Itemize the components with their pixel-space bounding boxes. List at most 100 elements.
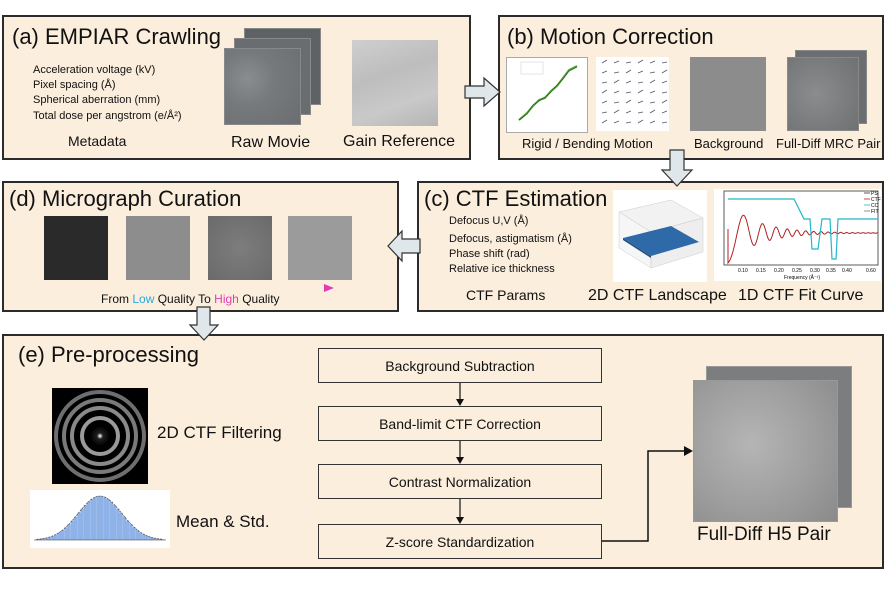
mean-std-caption: Mean & Std. <box>176 512 270 531</box>
motion-vector <box>637 89 644 94</box>
histogram-bar <box>135 530 139 540</box>
gain-reference-image <box>352 40 438 126</box>
motion-vector <box>601 59 608 64</box>
histogram-bar <box>87 501 91 540</box>
histogram-bar <box>152 537 156 540</box>
histogram-bar <box>57 532 61 540</box>
motion-vector <box>625 61 632 64</box>
histogram-bar <box>155 538 159 540</box>
histogram-bar <box>148 537 152 540</box>
motion-vector <box>625 91 632 94</box>
motion-vector <box>613 71 620 74</box>
histogram-bar <box>51 535 55 540</box>
rigid-motion-plot <box>506 57 588 133</box>
motion-vector <box>637 81 644 84</box>
histogram-bar <box>119 512 123 540</box>
histogram-bar <box>145 535 149 540</box>
histogram-bar <box>64 527 68 540</box>
fit-xtick: 0.15 <box>756 268 766 274</box>
motion-vector <box>637 119 644 124</box>
quality-high-label: High <box>214 292 239 306</box>
ctf-param: Defocus, astigmatism (Å) <box>449 233 572 245</box>
ctf-fit-caption: 1D CTF Fit Curve <box>738 287 864 304</box>
motion-vector <box>661 99 668 104</box>
ctf-filtering-caption: 2D CTF Filtering <box>157 423 282 442</box>
ctf-landscape-caption: 2D CTF Landscape <box>588 287 727 304</box>
motion-vector <box>649 90 656 94</box>
histogram-bar <box>103 497 107 540</box>
fit-xtick: 0.20 <box>774 268 784 274</box>
histogram-bar <box>100 496 104 540</box>
histogram-bar <box>142 534 146 540</box>
step-background-subtraction: Background Subtraction <box>318 348 602 383</box>
motion-vector <box>613 101 620 104</box>
motion-vector <box>649 60 656 64</box>
histogram-bar <box>93 497 97 540</box>
motion-vector <box>649 120 656 124</box>
motion-vector <box>649 101 656 104</box>
mean-std-histogram <box>30 490 170 548</box>
motion-vector <box>601 81 608 84</box>
fit-xtick: 0.10 <box>738 268 748 274</box>
motion-vector <box>625 99 632 104</box>
panel-d-title: (d) Micrograph Curation <box>9 186 242 211</box>
histogram-bar <box>48 537 52 540</box>
ctf-param: Relative ice thickness <box>449 263 555 275</box>
motion-vector <box>637 70 644 74</box>
ctf-filter-image <box>52 388 148 484</box>
histogram-bar <box>35 539 39 540</box>
histogram-bar <box>113 504 117 540</box>
fit-legend-ctf: CTF <box>871 197 881 203</box>
motion-vector <box>649 109 656 114</box>
histogram-bar <box>74 516 78 540</box>
fit-xtick: 0.30 <box>810 268 820 274</box>
motion-vector <box>601 89 608 94</box>
histogram-bar <box>139 532 143 540</box>
metadata-item: Total dose per angstrom (e/Å²) <box>33 110 182 122</box>
h5-pair-front <box>693 380 838 522</box>
fit-legend-fit: FIT <box>871 209 879 215</box>
motion-vector <box>625 69 632 74</box>
panel-e-title: (e) Pre-processing <box>18 342 199 367</box>
gaussian-fit-line <box>36 495 164 540</box>
metadata-item: Spherical aberration (mm) <box>33 94 161 106</box>
motion-vector <box>613 60 620 64</box>
motion-vector <box>601 100 608 104</box>
motion-vector <box>637 100 644 104</box>
metadata-item: Acceleration voltage (kV) <box>33 64 156 76</box>
curation-sample-2 <box>126 216 190 280</box>
motion-vector <box>637 111 644 114</box>
histogram-bar <box>132 527 136 540</box>
motion-vector <box>601 119 608 124</box>
histogram-bar <box>38 539 42 540</box>
histogram-bar <box>80 508 84 540</box>
motion-vector <box>613 120 620 124</box>
ctf-landscape-plot <box>613 190 707 282</box>
motion-vector <box>625 80 632 84</box>
fit-legend-cc: CC <box>871 203 879 209</box>
motion-vector <box>637 59 644 64</box>
histogram-bar <box>70 520 74 540</box>
histogram-bar <box>77 512 81 540</box>
fit-xtick: 0.35 <box>826 268 836 274</box>
histogram-bar <box>44 537 48 540</box>
gain-reference-caption: Gain Reference <box>343 133 456 150</box>
curation-sample-3 <box>208 216 272 280</box>
motion-vector <box>601 111 608 114</box>
motion-vector <box>613 109 620 114</box>
histogram-bar <box>109 501 113 540</box>
motion-vector <box>661 91 668 94</box>
bending-motion-grid <box>596 57 669 131</box>
motion-vector <box>649 79 656 84</box>
motion-vector <box>601 70 608 74</box>
panel-c-title: (c) CTF Estimation <box>424 186 608 211</box>
mrc-pair-caption: Full-Diff MRC Pair <box>776 136 881 151</box>
quality-low-label: Low <box>132 292 155 306</box>
fit-xtick: 0.40 <box>842 268 852 274</box>
ctf-param: Phase shift (rad) <box>449 248 530 260</box>
motion-vector <box>661 61 668 64</box>
step-band-limit-ctf-correction: Band-limit CTF Correction <box>318 406 602 441</box>
fit-xlabel: Frequency (Å⁻¹) <box>784 274 820 281</box>
histogram-bar <box>129 524 133 540</box>
panel-a-title: (a) EMPIAR Crawling <box>12 24 222 49</box>
